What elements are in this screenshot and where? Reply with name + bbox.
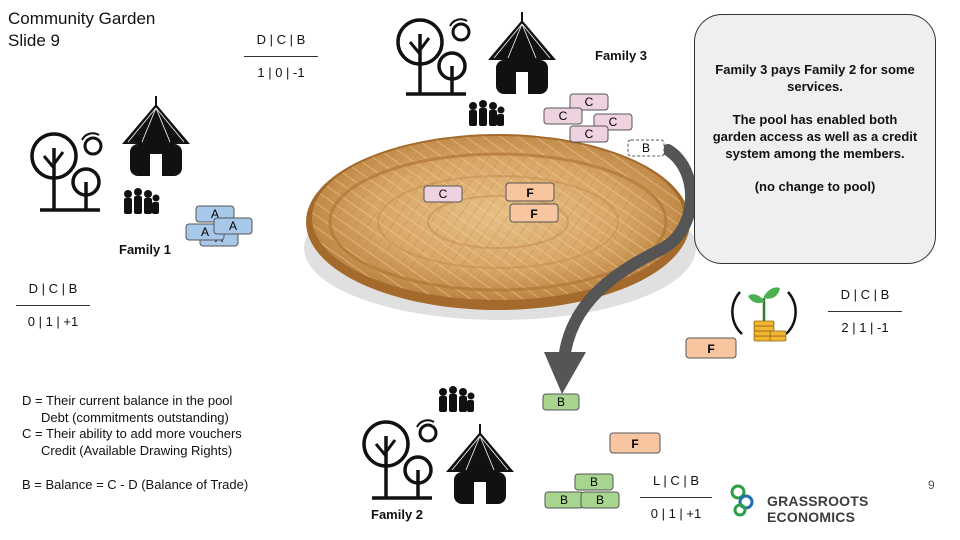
voucher-token: B bbox=[580, 491, 620, 509]
family3-people-icon bbox=[469, 100, 505, 126]
voucher-label: B bbox=[560, 493, 568, 507]
page-number: 9 bbox=[928, 478, 935, 492]
voucher-token: C bbox=[543, 107, 583, 125]
pending-voucher-token: B bbox=[627, 139, 665, 157]
ledger-family3: D | C | B 2 | 1 | -1 bbox=[828, 287, 902, 336]
voucher-label: B bbox=[557, 395, 565, 409]
ledger-header: D | C | B bbox=[840, 287, 890, 302]
voucher-label: C bbox=[585, 95, 594, 109]
legend-d-desc: Debt (commitments outstanding) bbox=[41, 409, 229, 425]
ledger-family1: D | C | B 0 | 1 | +1 bbox=[16, 281, 90, 330]
voucher-label: C bbox=[585, 127, 594, 141]
brand-logo-icon bbox=[730, 484, 754, 517]
family1-label: Family 1 bbox=[119, 242, 172, 257]
voucher-label: C bbox=[609, 115, 618, 129]
family3-hut-icon bbox=[488, 12, 556, 94]
family2-people-icon bbox=[439, 386, 475, 412]
voucher-label: B bbox=[642, 141, 650, 155]
voucher-token: F bbox=[609, 432, 661, 454]
legend-d-line: D = Their current balance in the pool bbox=[22, 393, 233, 408]
family2-sun-icon bbox=[416, 419, 438, 443]
ledger-divider bbox=[16, 305, 90, 306]
voucher-token: F bbox=[509, 203, 559, 223]
voucher-label: A bbox=[229, 219, 237, 233]
transfer-arrow-head bbox=[544, 352, 586, 394]
ledger-divider bbox=[640, 497, 712, 498]
family2-tree-icon bbox=[362, 420, 433, 500]
voucher-token: B bbox=[544, 491, 584, 509]
callout-line-3: (no change to pool) bbox=[754, 179, 876, 194]
family1-hut-icon bbox=[122, 96, 190, 176]
transfer-arrow bbox=[558, 144, 697, 366]
ledger-header: L | C | B bbox=[652, 473, 699, 488]
family1-tree-icon bbox=[30, 132, 101, 212]
voucher-label: C bbox=[439, 187, 448, 201]
voucher-label: A bbox=[201, 225, 209, 239]
voucher-label: B bbox=[596, 493, 604, 507]
ledger-family2: L | C | B 0 | 1 | +1 bbox=[640, 473, 712, 522]
voucher-token: C bbox=[423, 185, 463, 203]
seedling-coins-icon bbox=[731, 287, 797, 342]
ledger-values: 2 | 1 | -1 bbox=[841, 320, 889, 335]
voucher-label: C bbox=[559, 109, 568, 123]
legend-b-line: B = Balance = C - D (Balance of Trade) bbox=[22, 477, 249, 492]
ledger-header: D | C | B bbox=[256, 32, 306, 47]
family2-label: Family 2 bbox=[371, 507, 424, 522]
voucher-token: A bbox=[213, 217, 253, 235]
family1-people-icon bbox=[124, 188, 160, 214]
voucher-token: B bbox=[574, 473, 614, 491]
brand-name: GRASSROOTS ECONOMICS bbox=[767, 493, 869, 525]
voucher-token: C bbox=[569, 125, 609, 143]
family3-sun-icon bbox=[449, 18, 471, 42]
legend-c-line: C = Their ability to add more vouchers bbox=[22, 426, 242, 441]
family2-hut-icon bbox=[446, 424, 514, 504]
callout-line-2: The pool has enabled both garden access … bbox=[712, 112, 918, 161]
legend-spacer bbox=[22, 459, 248, 477]
ledger-divider bbox=[828, 311, 902, 312]
voucher-token: B bbox=[542, 393, 580, 411]
voucher-label: F bbox=[526, 186, 533, 200]
ledger-values: 0 | 1 | +1 bbox=[650, 506, 702, 521]
voucher-label: B bbox=[590, 475, 598, 489]
family3-label: Family 3 bbox=[595, 48, 648, 63]
legend-c-desc: Credit (Available Drawing Rights) bbox=[41, 442, 233, 458]
callout-box: Family 3 pays Family 2 for some services… bbox=[694, 14, 936, 264]
basket-image bbox=[304, 134, 696, 320]
ledger-divider bbox=[244, 56, 318, 57]
ledger-values: 0 | 1 | +1 bbox=[27, 314, 79, 329]
ledger-values: 1 | 0 | -1 bbox=[257, 65, 305, 80]
voucher-token: F bbox=[685, 337, 737, 359]
voucher-token: C bbox=[569, 93, 609, 111]
voucher-label: F bbox=[530, 207, 537, 221]
ledger-top: D | C | B 1 | 0 | -1 bbox=[244, 32, 318, 81]
voucher-label: F bbox=[631, 437, 638, 451]
family1-sun-icon bbox=[81, 132, 103, 156]
family3-tree-icon bbox=[396, 18, 467, 96]
voucher-label: F bbox=[707, 342, 714, 356]
callout-line-1: Family 3 pays Family 2 for some services… bbox=[715, 62, 915, 94]
voucher-label: A bbox=[211, 207, 219, 221]
slide-title: Community Garden Slide 9 bbox=[8, 9, 156, 50]
legend: D = Their current balance in the pool De… bbox=[22, 393, 248, 494]
ledger-header: D | C | B bbox=[28, 281, 78, 296]
voucher-token: F bbox=[505, 182, 555, 202]
